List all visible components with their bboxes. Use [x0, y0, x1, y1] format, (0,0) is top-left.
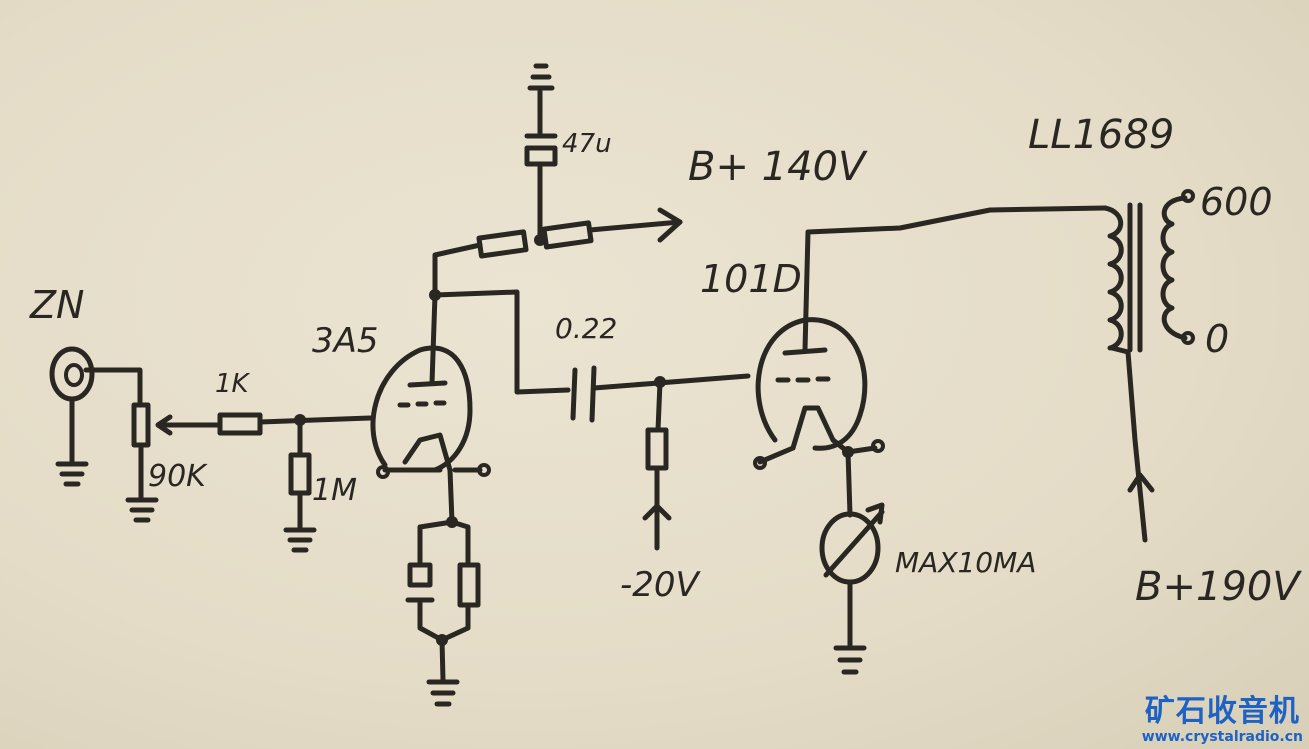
- wire-plate-load: [432, 242, 483, 298]
- arrow-bias: [642, 503, 672, 521]
- tube-101d: [753, 317, 885, 470]
- resistor-decoupling: [541, 220, 594, 250]
- label-meter: MAX10MA: [895, 546, 1036, 579]
- meter-10ma: [819, 502, 885, 585]
- label-input: ZN: [29, 283, 84, 327]
- label-out-0: 0: [1205, 317, 1229, 361]
- label-grid-res: 1M: [312, 473, 357, 508]
- label-bias: -20V: [620, 565, 702, 605]
- ground-symbol-cathode: [426, 679, 460, 707]
- label-transformer: LL1689: [1028, 112, 1174, 158]
- capacitor-cathode: [407, 562, 433, 588]
- label-driver-tube: 3A5: [312, 321, 379, 361]
- tube-3a5: [370, 345, 491, 479]
- resistor-1m: [288, 452, 312, 496]
- resistor-bias: [645, 427, 669, 471]
- resistor-plate-load: [476, 229, 529, 259]
- wire-b-plus-190: [1109, 345, 1148, 543]
- ground-symbol-input: [55, 461, 89, 487]
- arrow-b-plus-190: [1127, 472, 1155, 493]
- wire-101d-plate: [802, 205, 1108, 353]
- label-decoupling-cap: 47u: [562, 129, 612, 159]
- wire-b-plus-140: [587, 219, 683, 233]
- wire-to-coupling: [432, 289, 571, 395]
- label-pot: 90K: [148, 459, 208, 494]
- wire-to-grid: [257, 415, 373, 425]
- ground-symbol-pot: [125, 497, 159, 523]
- wire-3a5-plate: [429, 292, 438, 386]
- label-output-tube: 101D: [700, 257, 802, 301]
- label-supply-low: B+ 140V: [688, 144, 868, 190]
- label-out-600: 600: [1200, 180, 1273, 224]
- watermark: 矿石收音机 www.crystalradio.cn: [1141, 694, 1303, 746]
- input-jack: [49, 346, 95, 465]
- label-coupling-cap: 0.22: [555, 312, 617, 345]
- wire-to-meter: [845, 449, 853, 518]
- transformer-ll1689: [1102, 189, 1195, 353]
- wire-to-101d-grid: [591, 373, 751, 391]
- resistor-1k: [217, 412, 263, 436]
- wire-cathode-right: [449, 519, 471, 568]
- ground-symbol-meter: [833, 645, 867, 675]
- ground-symbol-grid: [283, 527, 317, 553]
- wire-cathode-left: [417, 519, 455, 568]
- capacitor-coupling: [570, 365, 597, 423]
- arrow-b-plus-140: [657, 207, 683, 243]
- watermark-url: www.crystalradio.cn: [1141, 729, 1303, 745]
- resistor-cathode: [457, 562, 481, 608]
- ground-symbol-top: [527, 63, 555, 91]
- wire-jack-pot: [83, 367, 143, 408]
- capacitor-47u: [524, 145, 558, 167]
- label-series-res: 1K: [215, 369, 251, 399]
- potentiometer: [131, 402, 223, 503]
- watermark-text: 矿石收音机: [1144, 694, 1300, 729]
- label-supply-high: B+190V: [1135, 564, 1302, 610]
